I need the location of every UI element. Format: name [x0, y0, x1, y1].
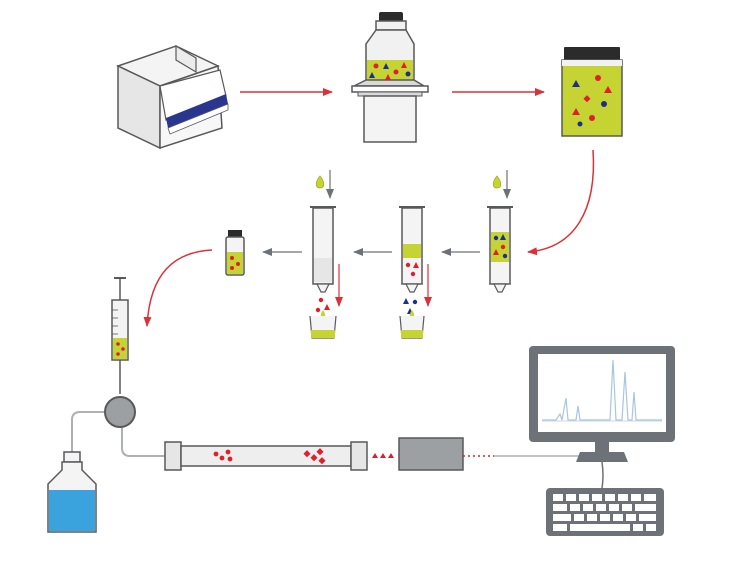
vial-icon — [225, 230, 245, 276]
chromatography-column-icon — [164, 441, 368, 471]
arrow-jar-to-spe — [527, 149, 595, 256]
syringe-cartridge-icon — [309, 206, 343, 339]
eluting-analytes — [372, 453, 394, 458]
keyboard-icon — [546, 488, 664, 536]
valve-to-column-tubing — [121, 426, 165, 457]
syringe-cartridge-icon — [399, 206, 432, 339]
droplet-icon — [492, 170, 511, 199]
droplet-icon — [315, 170, 334, 199]
arrow-vial-to-syringe — [143, 249, 213, 327]
carton-box-icon — [116, 44, 229, 150]
sample-jar-icon — [561, 47, 623, 137]
keyboard-cable — [601, 461, 604, 489]
valve-icon — [104, 396, 136, 428]
monitor-chromatogram-icon — [529, 346, 675, 462]
solvent-bottle-icon — [47, 451, 97, 533]
solvent-tubing — [71, 411, 104, 452]
detector-box-icon — [398, 437, 464, 471]
blender-jar-icon — [351, 12, 429, 143]
injection-syringe-icon — [111, 277, 129, 394]
syringe-cartridge-icon — [487, 206, 513, 293]
